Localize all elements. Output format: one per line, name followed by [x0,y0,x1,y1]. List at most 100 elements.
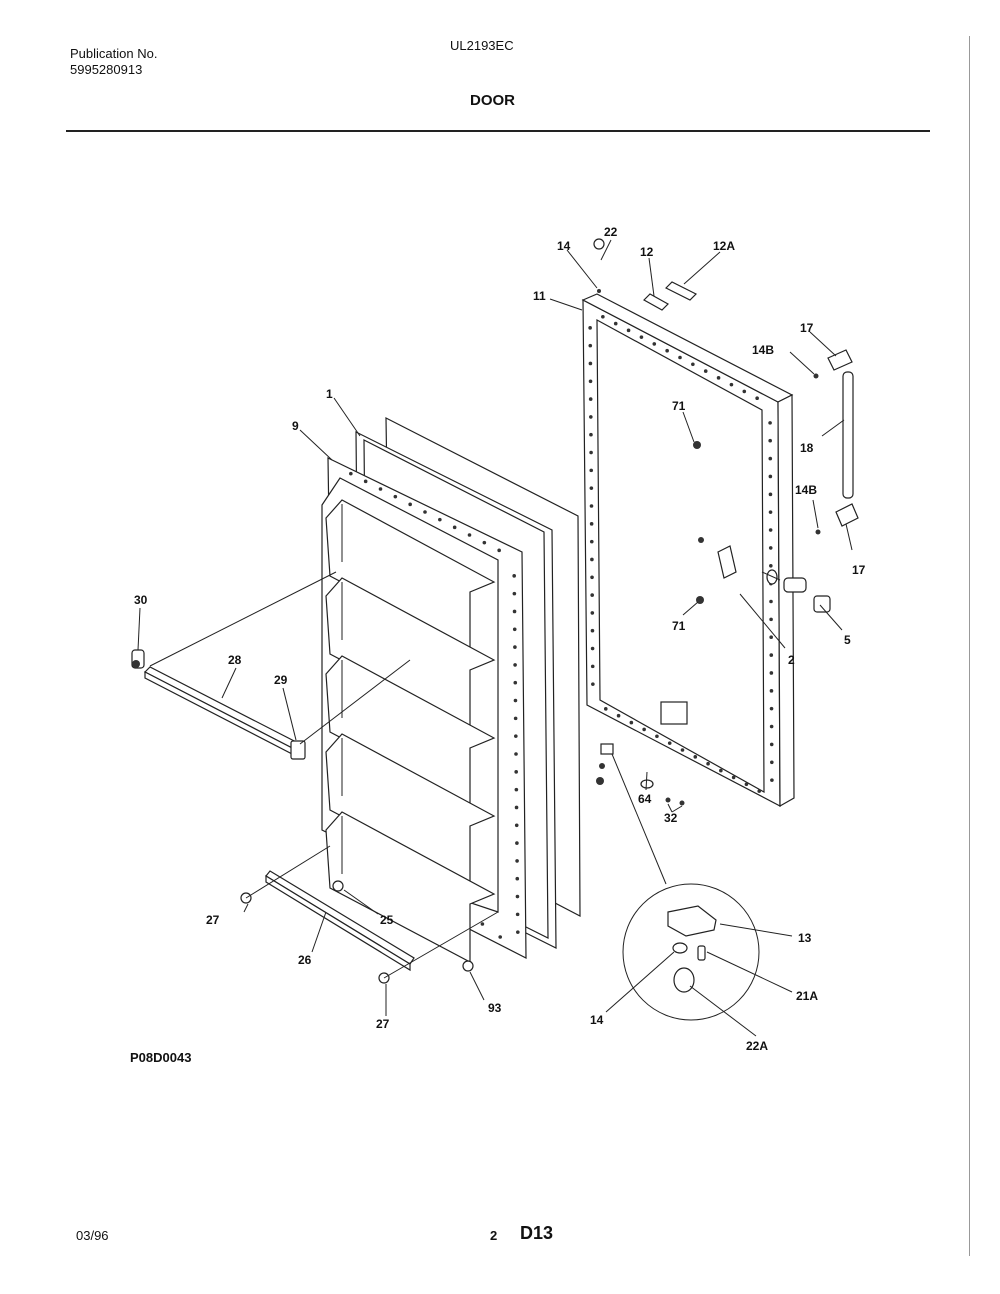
page-edge-line [969,36,970,1256]
screw-hole [768,474,773,479]
door-shelf [325,811,496,963]
screw-hole [680,748,685,752]
callout-label: 1 [326,387,333,401]
footer-page-code: D13 [520,1223,554,1243]
screw-hole [706,761,710,766]
screw-hole [719,768,723,773]
screw-hole [423,510,427,514]
callout-label: 17 [800,321,814,335]
publication-number: 5995280913 [70,62,143,77]
screw-hole [769,724,774,729]
screw-hole [591,682,595,686]
screw-hole [613,321,618,326]
screw-hole [512,609,517,614]
callout-label: 25 [380,913,394,927]
screw-hole [590,628,595,633]
screw-hole [588,379,593,384]
screw-hole [588,326,592,330]
callout-label: 14B [752,343,774,357]
screw-hole [769,635,773,640]
label-plates [643,281,698,311]
screw-hole [516,930,520,934]
callout-label: 5 [844,633,851,647]
screw-hole [768,421,772,425]
door-shelf [325,655,496,807]
callout-label: 93 [488,1001,502,1015]
screw-hole [768,546,773,550]
screw-hole [642,727,646,732]
screw-hole [691,362,695,367]
screw-hole [514,752,518,756]
bracket-29 [290,740,306,760]
screw-hole [482,540,487,545]
footer-date: 03/96 [76,1228,109,1243]
door-shelf [325,499,496,651]
screw-hole [589,522,594,526]
screw-hole [515,859,519,863]
screw-hole [652,342,657,346]
callout-label: 32 [664,811,678,825]
screw-hole [512,574,516,578]
screw-hole [515,876,520,881]
callout-label: 17 [852,563,866,577]
leader-lines [137,239,853,1037]
screw-hole [755,396,759,401]
section-title: DOOR [470,92,515,109]
screw-hole [588,343,593,348]
screw-hole [603,707,608,711]
screw-hole [716,376,721,380]
callout-label: 27 [206,913,220,927]
callout-label: 21A [796,989,818,1003]
callout-label: 11 [533,289,546,303]
callout-label: 28 [228,653,242,667]
bottom-rail-26 [265,870,415,972]
screw-hole [514,787,519,792]
screw-hole [588,361,593,366]
screw-hole [590,611,595,615]
screw-hole [513,716,518,721]
callout-label: 13 [798,931,812,945]
screw-hole [731,775,736,780]
screw-hole [729,382,734,387]
callout-label: 14 [590,1013,604,1027]
screws [240,238,605,984]
screw-hole [363,479,368,484]
callout-labels: 22 14 12 12A 11 17 14B 1 9 71 18 14B 17 … [134,225,866,1053]
callout-label: 22 [604,225,618,239]
screw-hole [497,548,501,553]
screw-hole [589,432,593,437]
screw-hole [512,627,517,632]
inner-bracket [693,441,737,604]
screw-hole [768,510,773,514]
screw-hole [589,504,594,508]
screw-hole [589,450,593,455]
callout-label: 14 [557,239,571,253]
screw-hole [349,471,353,476]
screw-hole [629,720,634,725]
screw-hole [467,533,472,537]
callout-label: 26 [298,953,312,967]
screw-hole [589,468,594,473]
model-number: UL2193EC [450,38,514,53]
screw-hole [769,742,774,747]
screw-hole [513,645,517,649]
screw-hole [589,539,594,544]
screw-hole [408,502,412,507]
screw-hole [667,741,672,745]
screw-hole [769,599,773,604]
callout-label: 12A [713,239,735,253]
screw-hole [589,415,593,419]
door-shelf [325,577,496,729]
door-shelf [325,733,496,885]
screw-hole [769,617,773,622]
screw-hole [590,664,595,669]
screw-hole [498,935,503,939]
screw-hole [515,912,520,917]
footer-page-number: 2 [490,1228,498,1243]
screw-hole [590,557,594,562]
callout-label: 22A [746,1039,768,1053]
screw-hole [769,653,774,657]
screw-hole [588,397,593,401]
callout-label: 64 [638,792,652,806]
